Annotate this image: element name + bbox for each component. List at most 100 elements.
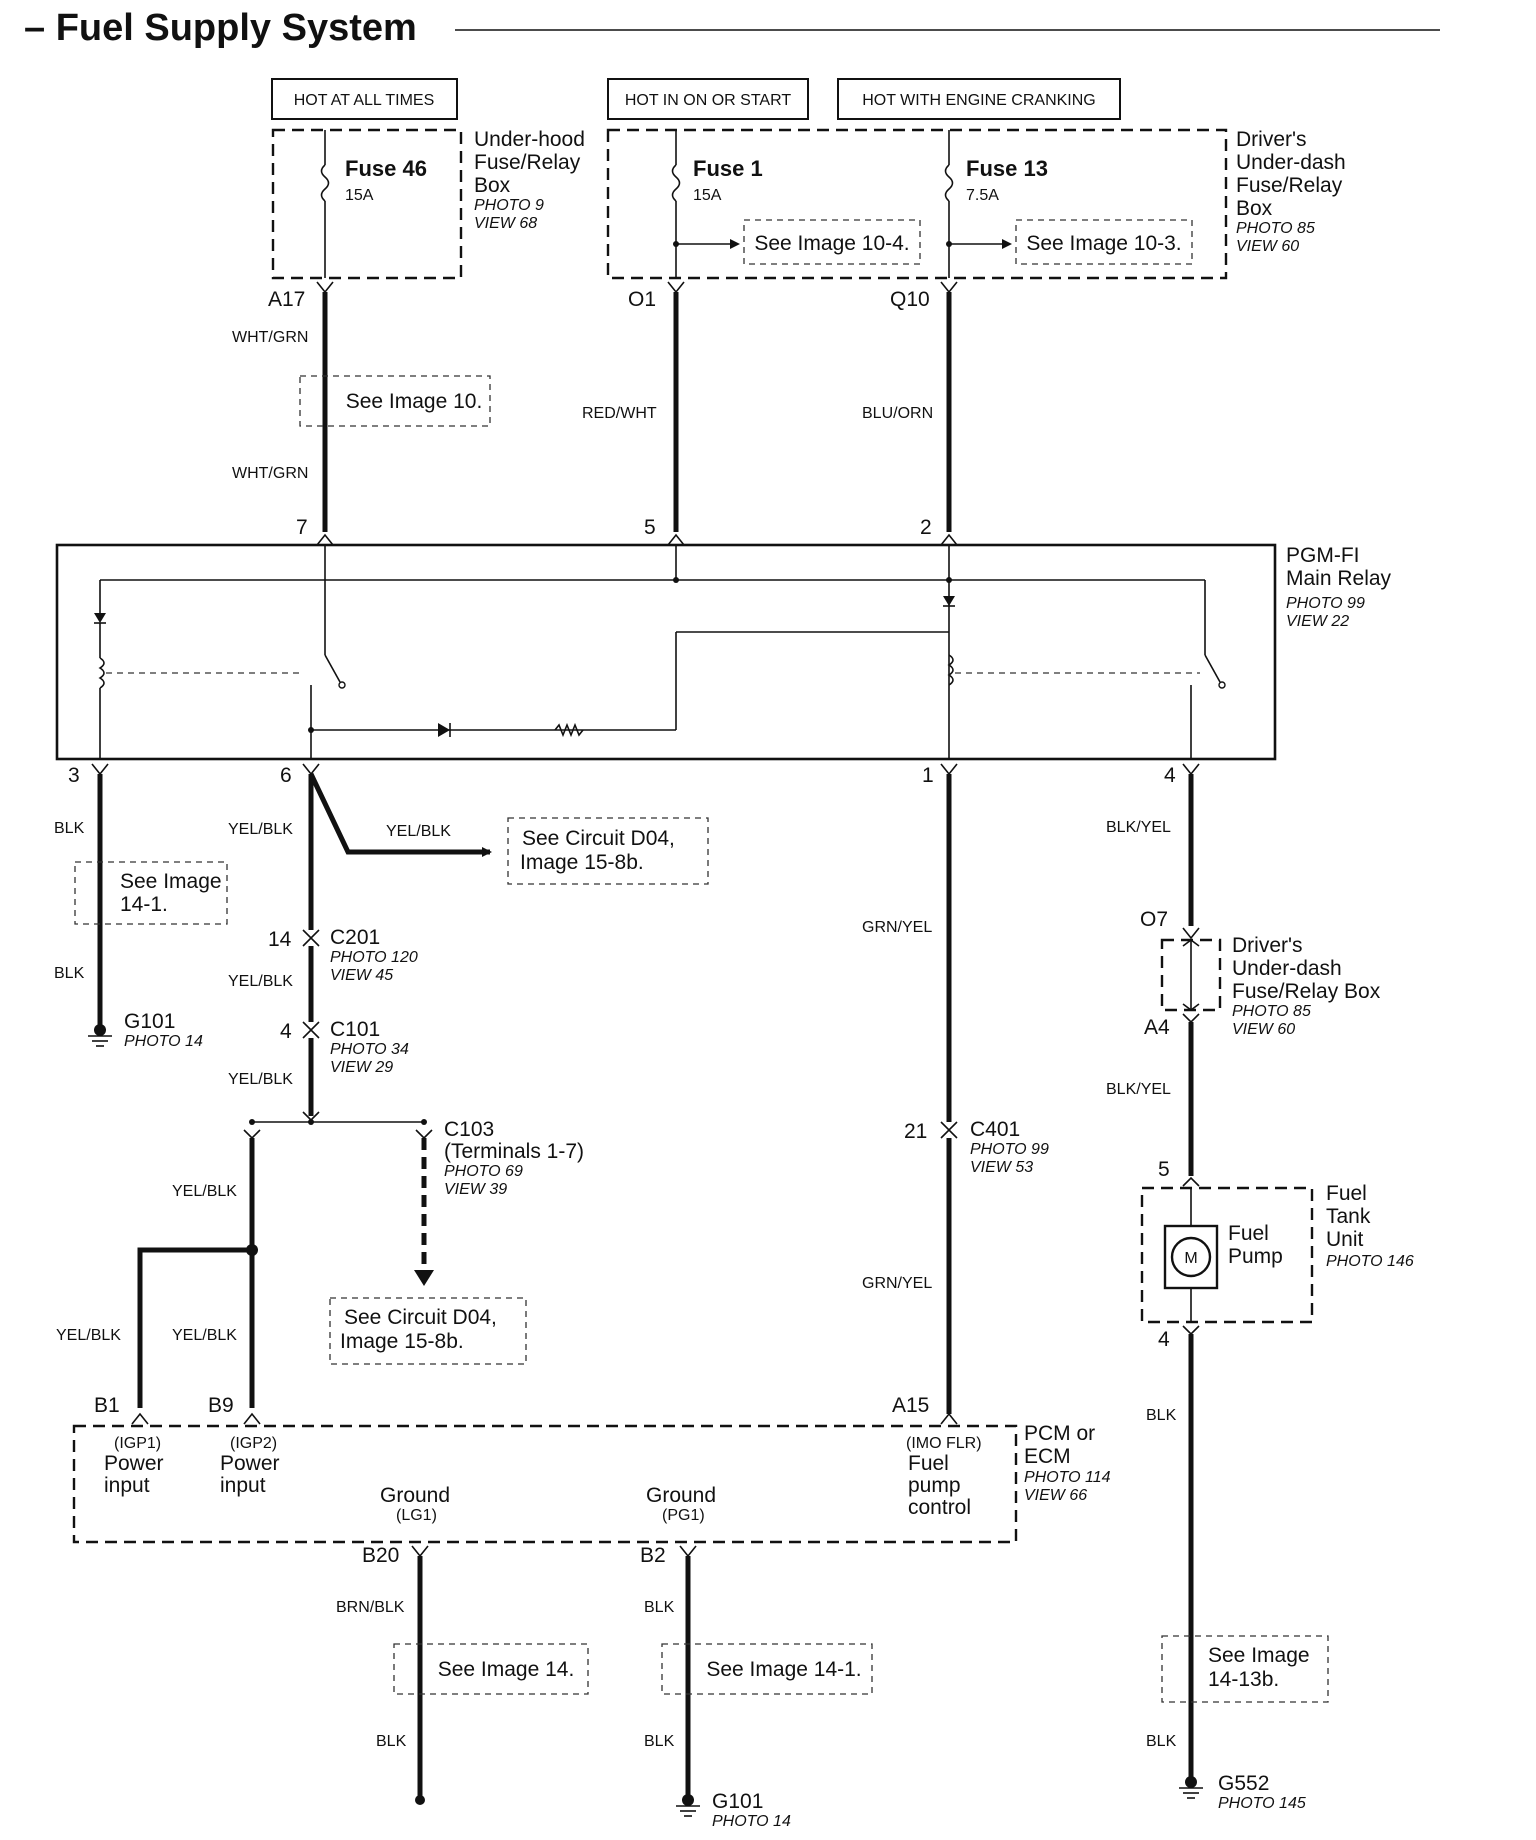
svg-text:M: M (1184, 1250, 1197, 1267)
svg-text:PCM or: PCM or (1024, 1422, 1095, 1445)
fuse-13-label: Fuse 13 (966, 156, 1048, 181)
svg-text:BLK/YEL: BLK/YEL (1106, 1081, 1171, 1098)
ref-image-14-1-b[interactable]: See Image 14-1. (706, 1658, 861, 1681)
svg-text:VIEW 66: VIEW 66 (1024, 1487, 1087, 1504)
svg-text:A4: A4 (1144, 1016, 1170, 1039)
svg-text:Fuel: Fuel (1228, 1222, 1269, 1245)
svg-text:Unit: Unit (1326, 1228, 1364, 1251)
ref-image-14-1-a[interactable]: See Image (120, 870, 222, 893)
svg-text:PHOTO 69: PHOTO 69 (444, 1163, 523, 1180)
fuse-1-label: Fuse 1 (693, 156, 763, 181)
wire-a17: A17 WHT/GRN See Image 10. WHT/GRN (232, 281, 491, 532)
g101-bottom: G101 (712, 1790, 763, 1813)
svg-text:PHOTO 85: PHOTO 85 (1232, 1003, 1311, 1020)
svg-text:VIEW 68: VIEW 68 (474, 215, 537, 232)
svg-text:YEL/BLK: YEL/BLK (172, 1183, 237, 1200)
svg-text:Box: Box (1236, 197, 1273, 220)
relay-pin-2: 2 (920, 516, 932, 539)
svg-text:PHOTO 9: PHOTO 9 (474, 197, 544, 214)
svg-text:(Terminals 1-7): (Terminals 1-7) (444, 1140, 584, 1163)
svg-text:7.5A: 7.5A (966, 187, 999, 204)
svg-text:HOT WITH ENGINE CRANKING: HOT WITH ENGINE CRANKING (862, 92, 1096, 109)
svg-text:15A: 15A (345, 187, 374, 204)
svg-text:BRN/BLK: BRN/BLK (336, 1599, 405, 1616)
svg-text:BLK/YEL: BLK/YEL (1106, 819, 1171, 836)
svg-text:14: 14 (268, 928, 292, 951)
page-title: – Fuel Supply System (24, 7, 417, 49)
ref-image-14[interactable]: See Image 14. (438, 1658, 575, 1681)
svg-text:input: input (104, 1474, 150, 1497)
svg-text:Under-dash: Under-dash (1232, 957, 1342, 980)
svg-text:Image 15-8b.: Image 15-8b. (340, 1330, 464, 1353)
pgm-fi-main-relay: PGM-FI Main Relay PHOTO 99 VIEW 22 (55, 543, 1392, 761)
ref-circuit-d04-a[interactable]: See Circuit D04, (522, 827, 675, 850)
ref-image-10[interactable]: See Image 10. (346, 390, 483, 413)
svg-text:BLU/ORN: BLU/ORN (862, 405, 933, 422)
svg-text:HOT IN ON OR START: HOT IN ON OR START (625, 92, 791, 109)
relay-pin-7: 7 (296, 516, 308, 539)
wire-pin3-ground: BLK See Image 14-1. BLK G101 PHOTO 14 (54, 774, 228, 1050)
svg-text:PHOTO 99: PHOTO 99 (970, 1141, 1049, 1158)
svg-text:WHT/GRN: WHT/GRN (232, 329, 308, 346)
svg-text:VIEW 45: VIEW 45 (330, 967, 393, 984)
svg-text:PHOTO 14: PHOTO 14 (712, 1813, 791, 1830)
svg-text:PHOTO 114: PHOTO 114 (1024, 1469, 1111, 1486)
svg-text:PHOTO 99: PHOTO 99 (1286, 595, 1365, 612)
svg-text:Fuse/Relay Box: Fuse/Relay Box (1232, 980, 1381, 1003)
svg-text:Fuse/Relay: Fuse/Relay (474, 151, 581, 174)
svg-text:Main Relay: Main Relay (1286, 567, 1392, 590)
svg-text:BLK: BLK (54, 820, 85, 837)
svg-text:C103: C103 (444, 1118, 494, 1141)
svg-text:15A: 15A (693, 187, 722, 204)
svg-text:(IGP2): (IGP2) (230, 1435, 277, 1452)
source-hot-cranking: HOT WITH ENGINE CRANKING (837, 78, 1121, 120)
svg-text:PHOTO 146: PHOTO 146 (1326, 1253, 1414, 1270)
relay-pin-4: 4 (1164, 764, 1176, 787)
svg-text:BLK: BLK (1146, 1733, 1177, 1750)
svg-text:Fuse/Relay: Fuse/Relay (1236, 174, 1343, 197)
ref-image-14-13b[interactable]: See Image (1208, 1644, 1310, 1667)
svg-text:A15: A15 (892, 1394, 929, 1417)
svg-text:YEL/BLK: YEL/BLK (56, 1327, 121, 1344)
svg-text:4: 4 (280, 1020, 292, 1043)
svg-text:PHOTO 14: PHOTO 14 (124, 1033, 203, 1050)
svg-text:YEL/BLK: YEL/BLK (228, 821, 293, 838)
svg-text:BLK: BLK (644, 1733, 675, 1750)
wire-pcm-power-feed: YEL/BLK YEL/BLK YEL/BLK B1 B9 (56, 1138, 261, 1425)
svg-text:Ground: Ground (380, 1484, 450, 1507)
svg-text:PHOTO 145: PHOTO 145 (1218, 1795, 1306, 1812)
svg-text:Under-dash: Under-dash (1236, 151, 1346, 174)
svg-text:BLK: BLK (54, 965, 85, 982)
svg-text:O7: O7 (1140, 908, 1168, 931)
connector-c201: C201 (330, 926, 380, 949)
svg-text:PHOTO 34: PHOTO 34 (330, 1041, 409, 1058)
svg-text:Under-hood: Under-hood (474, 128, 585, 151)
ref-image-10-3[interactable]: See Image 10-3. (1026, 232, 1181, 255)
fuel-pump-motor-icon (1170, 1236, 1212, 1278)
svg-text:4: 4 (1158, 1328, 1170, 1351)
fuel-tank-unit: M Fuel Pump Fuel Tank Unit PHOTO 146 (1140, 1182, 1414, 1324)
connector-c103: C103 (Terminals 1-7) PHOTO 69 VIEW 39 Se… (329, 1118, 584, 1365)
connector-c401: C401 (970, 1118, 1020, 1141)
ref-image-10-4[interactable]: See Image 10-4. (754, 232, 909, 255)
svg-text:VIEW 39: VIEW 39 (444, 1181, 507, 1198)
svg-text:Pump: Pump (1228, 1245, 1283, 1268)
svg-text:Q10: Q10 (890, 288, 930, 311)
svg-text:21: 21 (904, 1120, 927, 1143)
svg-text:control: control (908, 1496, 971, 1519)
relay-pin-5: 5 (644, 516, 656, 539)
svg-text:Image 15-8b.: Image 15-8b. (520, 851, 644, 874)
svg-text:Ground: Ground (646, 1484, 716, 1507)
svg-text:Fuel: Fuel (908, 1452, 949, 1475)
svg-text:WHT/GRN: WHT/GRN (232, 465, 308, 482)
svg-text:PGM-FI: PGM-FI (1286, 544, 1360, 567)
wire-pin4-fuel-pump: BLK/YEL O7 Driver's Under-dash Fuse/Rela… (1106, 774, 1381, 1187)
source-hot-in-on: HOT IN ON OR START (607, 78, 809, 120)
ref-circuit-d04-b[interactable]: See Circuit D04, (344, 1306, 497, 1329)
svg-text:Tank: Tank (1326, 1205, 1371, 1228)
relay-pin-6: 6 (280, 764, 292, 787)
wire-b2-ground: B2 BLK See Image 14-1. BLK G101 PHOTO 14 (640, 1544, 873, 1830)
wire-pin1-fuel-pump-control: GRN/YEL 21 C401 PHOTO 99 VIEW 53 GRN/YEL… (862, 774, 1049, 1425)
g101-left: G101 (124, 1010, 175, 1033)
